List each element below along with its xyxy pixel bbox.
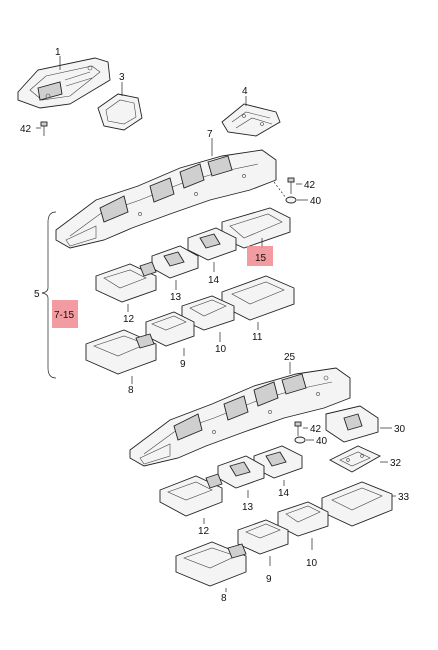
callout-42-top: 42 — [20, 124, 32, 135]
callout-7: 7 — [207, 129, 213, 140]
group-bracket-5 — [41, 211, 57, 379]
part-33-tray — [321, 481, 393, 527]
part-12-tray-lower — [159, 473, 223, 517]
callout-10-upper: 10 — [215, 344, 227, 355]
highlight-7-15 — [52, 300, 78, 328]
callout-42-mid: 42 — [304, 180, 316, 191]
callout-8-upper: 8 — [128, 385, 134, 396]
callout-13-upper: 13 — [170, 292, 182, 303]
part-7-roof-frame-upper — [55, 149, 277, 249]
part-32-plate — [329, 445, 381, 473]
callout-3: 3 — [119, 72, 125, 83]
callout-13-lower: 13 — [242, 502, 254, 513]
callout-12-upper: 12 — [123, 314, 135, 325]
callout-8-lower: 8 — [221, 593, 227, 604]
part-42-screw-top — [40, 121, 48, 136]
callout-9-upper: 9 — [180, 359, 186, 370]
callout-9-lower: 9 — [266, 574, 272, 585]
callout-30: 30 — [394, 424, 406, 435]
part-13-light-upper — [151, 245, 199, 279]
callout-14-lower: 14 — [278, 488, 290, 499]
callout-4: 4 — [242, 86, 248, 97]
part-4-bracket — [221, 103, 281, 137]
part-3-cover — [97, 93, 143, 131]
callout-10-lower: 10 — [306, 558, 318, 569]
callout-1: 1 — [55, 47, 61, 58]
callout-15: 15 — [255, 253, 267, 264]
callout-40-mid: 40 — [310, 196, 322, 207]
callout-40-lower: 40 — [316, 436, 328, 447]
part-40-nut-mid — [285, 196, 297, 204]
part-12-tray-upper — [95, 261, 157, 303]
part-13-light-lower — [217, 455, 265, 489]
part-42-screw-mid — [287, 177, 295, 194]
callout-32: 32 — [390, 458, 402, 469]
part-8-tray-lower — [175, 541, 247, 587]
part-1-roof-console — [17, 57, 111, 109]
part-40-nut-lower — [294, 436, 306, 444]
callout-33: 33 — [398, 492, 410, 503]
part-42-screw-lower — [294, 421, 302, 436]
callout-5: 5 — [34, 289, 40, 300]
part-9-tray-lower — [237, 519, 289, 555]
callout-42-lower: 42 — [310, 424, 322, 435]
callout-11: 11 — [252, 332, 263, 343]
callout-25: 25 — [284, 352, 296, 363]
highlight-15 — [247, 246, 273, 266]
part-8-tray-upper — [85, 329, 157, 375]
part-25-roof-frame-lower — [129, 367, 351, 467]
part-14-light-upper — [187, 227, 237, 261]
part-30-cover — [325, 405, 379, 443]
callout-7-15: 7-15 — [54, 310, 74, 321]
callout-14-upper: 14 — [208, 275, 220, 286]
callout-12-lower: 12 — [198, 526, 210, 537]
